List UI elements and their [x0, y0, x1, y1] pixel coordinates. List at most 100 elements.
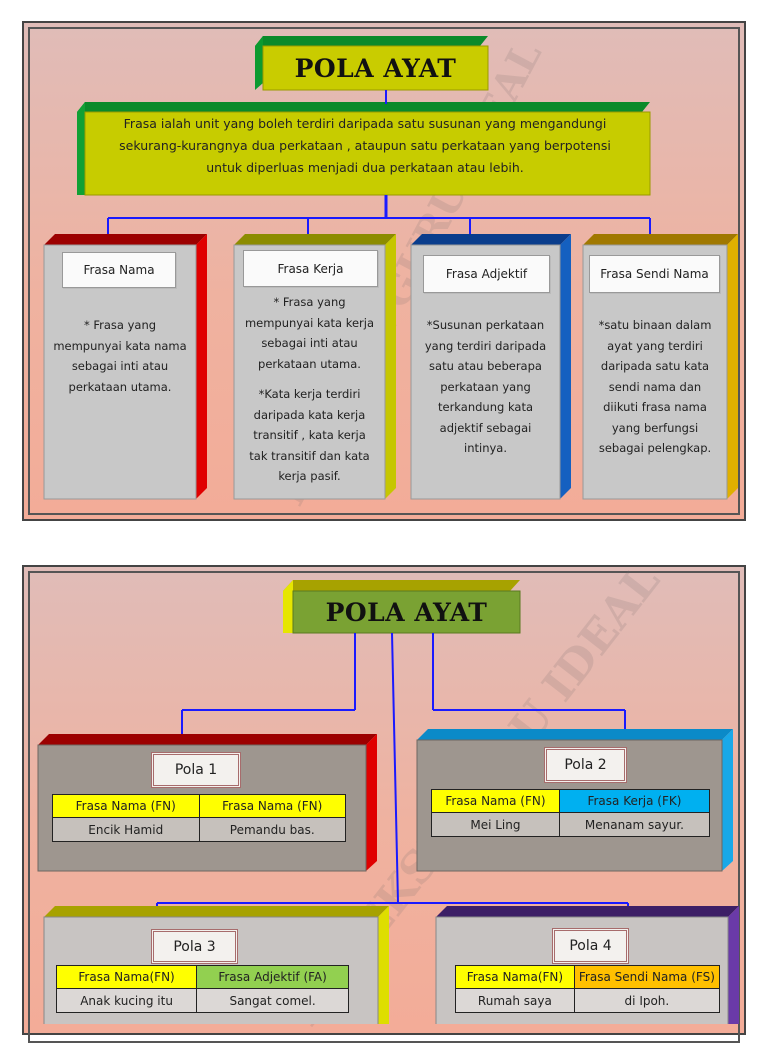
- title-box-side: [255, 36, 263, 90]
- table-cell: di Ipoh.: [573, 988, 721, 1013]
- card-frasa-adjektif-top: [411, 234, 571, 245]
- table-cell: Anak kucing itu: [55, 988, 198, 1013]
- pola-3-table: Frasa Nama(FN) Frasa Adjektif (FA) Anak …: [55, 965, 349, 1013]
- definition-box-side: [77, 102, 85, 195]
- table-header-row: Frasa Nama(FN) Frasa Adjektif (FA): [55, 965, 349, 989]
- title-box-face: [262, 45, 489, 91]
- card-text-line: sebagai inti atau: [261, 336, 358, 350]
- pola-title-face: [292, 590, 521, 634]
- table-header-cell: Frasa Kerja (FK): [558, 789, 711, 813]
- card-label-frasa-adjektif: Frasa Adjektif: [423, 255, 550, 293]
- table-header-row: Frasa Nama (FN) Frasa Nama (FN): [52, 794, 346, 818]
- definition-line: sekurang-kurangnya dua perkataan , ataup…: [119, 138, 611, 153]
- card-text-line: kerja pasif.: [278, 469, 341, 483]
- connector-center-v: [391, 632, 399, 904]
- card-text-line: sebagai inti atau: [71, 359, 169, 373]
- card-text-line: mempunyai kata kerja: [244, 315, 375, 330]
- card-frasa-kerja-face: [233, 244, 386, 500]
- table-row: Encik Hamid Pemandu bas.: [52, 817, 346, 842]
- card-text-frasa-sendi-nama: *satu binaan dalam ayat yang terdiri dar…: [585, 315, 725, 459]
- card-text-line: perkataan utama.: [258, 356, 361, 371]
- card-text-line: terkandung kata: [438, 400, 533, 414]
- card-text-frasa-kerja: * Frasa yang mempunyai kata kerja sebaga…: [236, 292, 383, 487]
- card-label-frasa-kerja: Frasa Kerja: [243, 250, 378, 287]
- slide-2-title: POLA AYAT: [325, 597, 488, 627]
- card-label-frasa-sendi-nama: Frasa Sendi Nama: [589, 255, 720, 293]
- card-text-frasa-nama: * Frasa yang mempunyai kata nama sebagai…: [46, 315, 194, 397]
- card-text-line: daripada kata kerja: [253, 407, 366, 422]
- table-header-cell: Frasa Adjektif (FA): [196, 965, 349, 989]
- definition-line: untuk diperluas menjadi dua perkataan at…: [206, 160, 524, 175]
- card-frasa-nama-top: [44, 234, 207, 245]
- card-text-line: intinya.: [464, 441, 507, 455]
- title-box-top: [255, 36, 488, 46]
- pola-1-table: Frasa Nama (FN) Frasa Nama (FN) Encik Ha…: [52, 794, 346, 842]
- table-header-cell: Frasa Nama (FN): [198, 794, 346, 818]
- card-text-line: perkataan yang: [440, 379, 531, 394]
- card-text-line: * Frasa yang: [273, 295, 346, 309]
- card-text-line: sebagai pelengkap.: [598, 441, 712, 455]
- slide-1-title: POLA AYAT: [294, 53, 457, 83]
- card-frasa-kerja-top: [234, 234, 396, 245]
- pola-title-side: [283, 580, 293, 633]
- card-text-line: perkataan utama.: [68, 379, 172, 394]
- table-row: Rumah saya di Ipoh.: [455, 988, 721, 1013]
- pola-1-box-side: [366, 734, 377, 871]
- table-cell: Rumah saya: [455, 988, 575, 1013]
- card-text-line: yang berfungsi: [611, 420, 699, 435]
- table-cell: Pemandu bas.: [198, 817, 346, 842]
- card-text-frasa-adjektif: *Susunan perkataan yang terdiri daripada…: [413, 315, 558, 459]
- card-frasa-nama-side: [196, 234, 207, 499]
- table-row: Anak kucing itu Sangat comel.: [55, 988, 349, 1013]
- pola-2-box-top: [417, 729, 733, 740]
- table-header-row: Frasa Nama(FN) Frasa Sendi Nama (FS): [455, 965, 721, 989]
- table-cell: Mei Ling: [431, 812, 560, 837]
- definition-text: Frasa ialah unit yang boleh terdiri dari…: [80, 113, 650, 179]
- card-text-line: tak transitif dan kata: [249, 448, 370, 463]
- card-text-line: daripada satu kata: [600, 359, 710, 373]
- card-text-line: *satu binaan dalam: [598, 318, 712, 332]
- card-text-line: transitif , kata kerja: [253, 428, 366, 442]
- pola-4-box-side: [728, 906, 739, 1024]
- pola-2-label: Pola 2: [544, 747, 627, 783]
- card-text-line: satu atau beberapa: [429, 359, 542, 373]
- definition-box-face: [84, 111, 651, 196]
- slide-inner-border: [28, 27, 740, 515]
- pola-3-box-top: [44, 906, 389, 917]
- table-cell: Menanam sayur.: [558, 812, 711, 837]
- card-text-line: sendi nama dan: [608, 379, 702, 394]
- table-cell: Encik Hamid: [52, 817, 200, 842]
- card-text-line: mempunyai kata nama: [53, 338, 187, 353]
- pola-3-box-side: [378, 906, 389, 1024]
- table-row: Mei Ling Menanam sayur.: [431, 812, 711, 837]
- card-text-line: adjektif sebagai: [439, 420, 532, 435]
- pola-title-top: [283, 580, 520, 591]
- table-header-cell: Frasa Nama (FN): [431, 789, 560, 813]
- card-text-line: *Kata kerja terdiri: [258, 387, 361, 401]
- pola-1-label: Pola 1: [151, 752, 241, 788]
- pola-1-box-top: [38, 734, 377, 745]
- pola-2-box-side: [722, 729, 733, 871]
- table-cell: Sangat comel.: [196, 988, 349, 1013]
- card-frasa-kerja-side: [385, 234, 396, 499]
- pola-2-table: Frasa Nama (FN) Frasa Kerja (FK) Mei Lin…: [431, 789, 711, 837]
- table-header-row: Frasa Nama (FN) Frasa Kerja (FK): [431, 789, 711, 813]
- card-frasa-sendi-nama-side: [727, 234, 738, 499]
- table-header-cell: Frasa Nama (FN): [52, 794, 200, 818]
- pola-4-box-top: [436, 906, 739, 917]
- pola-4-label: Pola 4: [552, 928, 629, 964]
- card-text-line: diikuti frasa nama: [603, 400, 707, 414]
- definition-box-top: [77, 102, 650, 112]
- card-text-line: * Frasa yang: [83, 318, 157, 332]
- card-label-frasa-nama: Frasa Nama: [62, 252, 176, 288]
- card-text-line: *Susunan perkataan: [426, 318, 545, 332]
- card-frasa-sendi-nama-top: [583, 234, 738, 245]
- card-text-line: ayat yang terdiri: [607, 338, 703, 353]
- pola-3-label: Pola 3: [151, 929, 238, 964]
- table-header-cell: Frasa Sendi Nama (FS): [573, 965, 721, 989]
- definition-line: Frasa ialah unit yang boleh terdiri dari…: [123, 116, 607, 131]
- card-frasa-adjektif-side: [560, 234, 571, 499]
- card-text-line: yang terdiri daripada: [424, 338, 547, 353]
- table-header-cell: Frasa Nama(FN): [55, 965, 198, 989]
